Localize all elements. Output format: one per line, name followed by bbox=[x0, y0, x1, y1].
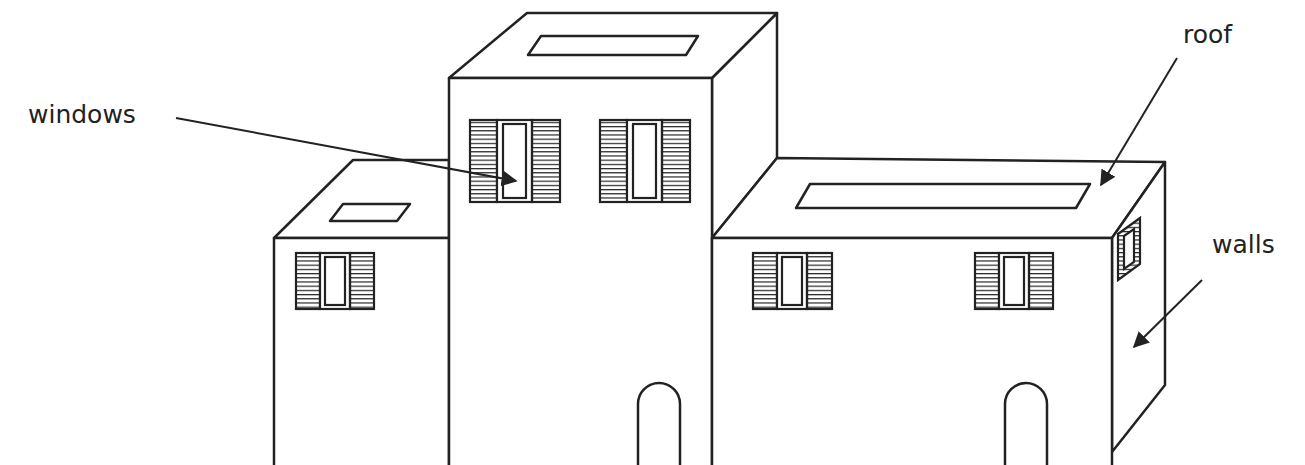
right-side-wall bbox=[1112, 162, 1165, 452]
leader-lines bbox=[176, 58, 1202, 347]
doors bbox=[638, 383, 1047, 465]
center-wall bbox=[449, 78, 712, 465]
left-skylight bbox=[330, 204, 410, 221]
part-label: windows bbox=[28, 100, 136, 130]
center-skylight bbox=[528, 36, 698, 55]
part-label: walls bbox=[1212, 230, 1275, 260]
left-wall bbox=[274, 238, 449, 465]
center-roof bbox=[449, 13, 777, 78]
buildings bbox=[274, 13, 1165, 465]
right-roof bbox=[712, 158, 1165, 238]
windows-art bbox=[296, 120, 1140, 309]
left-roof bbox=[274, 160, 449, 238]
right-wall bbox=[712, 238, 1112, 465]
part-label: roof bbox=[1183, 20, 1232, 50]
right-skylight bbox=[796, 184, 1090, 208]
